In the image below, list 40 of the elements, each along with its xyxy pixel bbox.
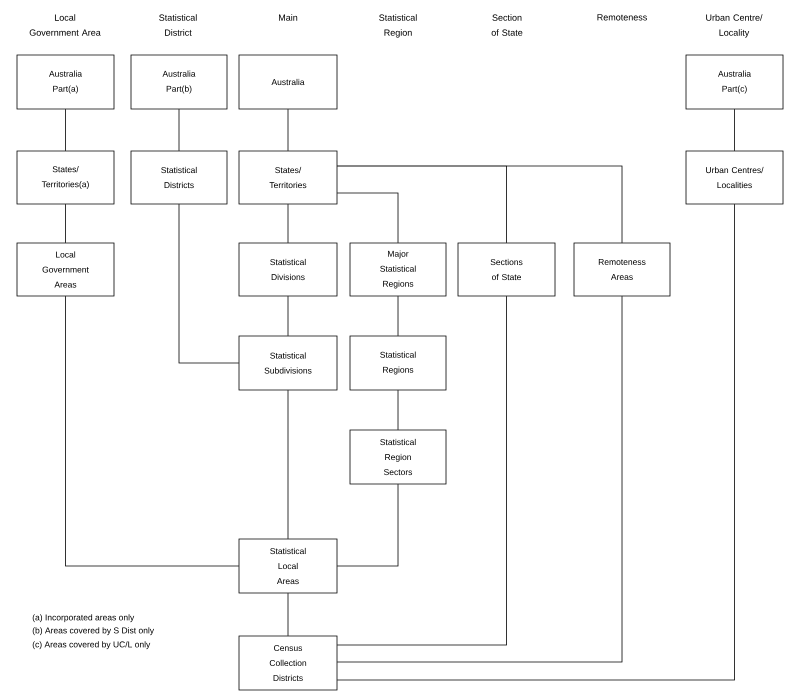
connector-line xyxy=(65,109,66,151)
hierarchy-box: Remoteness Areas xyxy=(574,242,670,296)
connector-line xyxy=(178,109,180,151)
hierarchy-box: States/ Territories(a) xyxy=(16,150,114,204)
column-heading: Section of State xyxy=(492,14,522,36)
connector-line xyxy=(337,204,735,680)
hierarchy-box: Census Collection Districts xyxy=(238,636,338,690)
hierarchy-box: States/ Territories xyxy=(238,150,338,204)
hierarchy-box: Local Government Areas xyxy=(16,242,114,296)
connector-line xyxy=(337,484,398,566)
connector-line xyxy=(337,296,507,646)
connector-line xyxy=(337,192,398,243)
column-heading: Local Government Area xyxy=(30,14,101,36)
hierarchy-box: Australia Part(c) xyxy=(686,54,784,110)
hierarchy-box: Sections of State xyxy=(458,242,556,296)
connector-line xyxy=(734,109,735,151)
hierarchy-box: Australia Part(b) xyxy=(130,54,228,110)
hierarchy-box: Urban Centres/ Localities xyxy=(686,150,784,204)
column-heading: Urban Centre/ Locality xyxy=(706,14,762,38)
connector-line xyxy=(65,296,239,566)
hierarchy-box: Statistical Divisions xyxy=(238,242,338,296)
column-heading: Remoteness xyxy=(597,14,647,20)
hierarchy-box: Statistical Districts xyxy=(130,150,228,204)
column-heading: Main xyxy=(279,14,298,21)
hierarchy-box: Statistical Subdivisions xyxy=(238,336,338,390)
column-heading: Statistical Region xyxy=(379,14,417,38)
connector-line xyxy=(337,296,622,662)
hierarchy-box: Statistical Local Areas xyxy=(238,538,338,594)
connector-line xyxy=(337,166,622,243)
hierarchy-box: Statistical Region Sectors xyxy=(350,430,446,484)
footnote: (b) Areas covered by S Dist only xyxy=(32,627,154,636)
hierarchy-box: Australia Part(a) xyxy=(16,54,114,110)
column-heading: Statistical District xyxy=(159,14,197,36)
connector-line xyxy=(65,204,66,243)
hierarchy-box: Major Statistical Regions xyxy=(350,242,446,296)
connector-line xyxy=(178,204,239,364)
hierarchy-box: Statistical Regions xyxy=(350,336,446,390)
footnote: (a) Incorporated areas only xyxy=(32,614,134,622)
hierarchy-box: Australia xyxy=(238,54,338,110)
footnote: (c) Areas covered by UC/L only xyxy=(32,641,150,650)
